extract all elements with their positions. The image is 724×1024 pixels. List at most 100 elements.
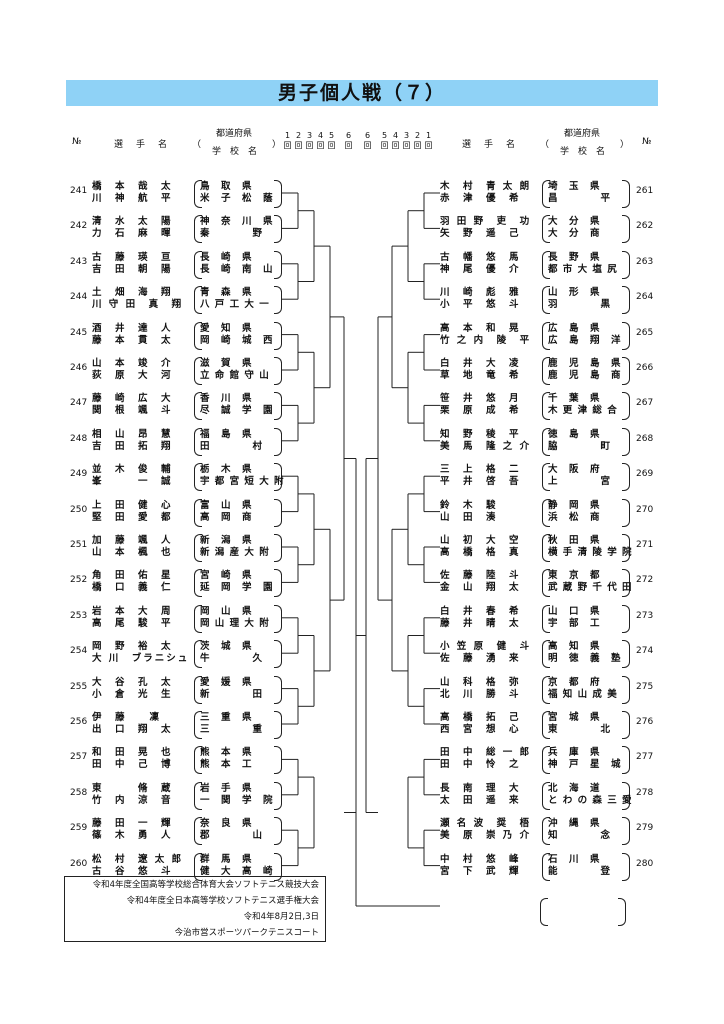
player-name: 古 幡 悠 馬 — [440, 251, 521, 263]
player-name: 並 木 俊 輔 — [92, 464, 173, 476]
seed-number: 244 — [70, 292, 88, 303]
player-name: 西 宮 想 心 — [440, 724, 521, 735]
header-close-paren-left: ） — [272, 140, 282, 150]
seed-number: 242 — [70, 221, 88, 232]
player-name: 栗 原 成 希 — [440, 405, 521, 417]
paren-left — [542, 463, 550, 492]
school-name: 郡 山 — [200, 830, 264, 842]
paren-right — [622, 321, 630, 350]
prefecture: 長 崎 県 — [200, 251, 253, 263]
school-name: 新 潟 産 大 附 — [200, 547, 270, 558]
seed-number: 269 — [636, 469, 654, 480]
paren-right — [274, 852, 282, 881]
school-name: 立 命 館 守 山 — [200, 370, 270, 381]
school-name: 牛 久 — [200, 653, 264, 665]
seed-number: 268 — [636, 433, 654, 444]
paren-right — [274, 781, 282, 810]
prefecture: 岩 手 県 — [200, 782, 253, 794]
paren-right — [622, 250, 630, 279]
player-name: 上 田 健 心 — [92, 499, 173, 511]
seed-number: 274 — [636, 646, 654, 657]
paren-left — [542, 427, 550, 456]
paren-right — [622, 427, 630, 456]
header-pref-left: 都道府県 — [216, 129, 253, 139]
paren-left — [542, 711, 550, 739]
seed-number: 249 — [70, 469, 88, 480]
paren-left — [542, 781, 550, 810]
school-name: 米 子 松 蔭 — [200, 193, 274, 204]
player-name: 古 藤 瑛 亘 — [92, 251, 173, 263]
player-name: 美 馬 隆 之 介 — [440, 440, 532, 452]
school-name: 神 戸 星 城 — [548, 759, 622, 771]
paren-right — [274, 321, 282, 350]
winner-bracket-left — [540, 898, 548, 926]
player-name: 田 中 怜 之 — [440, 759, 521, 771]
player-name: 山 本 竣 介 — [92, 358, 173, 369]
seed-number: 279 — [636, 823, 654, 834]
paren-left — [194, 321, 202, 350]
player-name: 田 中 己 博 — [92, 759, 173, 771]
school-name: 昌 平 — [548, 193, 612, 204]
school-name: 延 岡 学 園 — [200, 582, 274, 594]
prefecture: 富 山 県 — [200, 499, 253, 511]
prefecture: 神 奈 川 県 — [200, 216, 274, 228]
winner-box — [540, 898, 626, 926]
seed-number: 246 — [70, 363, 88, 373]
paren-right — [274, 498, 282, 527]
school-name: 宇 都 宮 短 大 附 — [200, 476, 285, 488]
paren-left — [194, 392, 202, 421]
prefecture: 山 口 県 — [548, 605, 601, 617]
player-name: 竹 内 涼 音 — [92, 794, 173, 806]
paren-left — [194, 852, 202, 881]
paren-left — [194, 604, 202, 633]
tournament-name-1: 令和4年度全国高等学校総合体育大会ソフトテニス競技大会 — [92, 880, 319, 890]
player-name: 白 井 大 凌 — [440, 358, 521, 369]
prefecture: 香 川 県 — [200, 393, 253, 405]
prefecture: 石 川 県 — [548, 853, 601, 865]
prefecture: 愛 知 県 — [200, 322, 253, 334]
paren-right — [274, 357, 282, 385]
player-name: 荻 原 大 河 — [92, 370, 173, 381]
paren-left — [542, 392, 550, 421]
player-name: 三 上 格 二 — [440, 464, 521, 476]
seed-number: 265 — [636, 327, 654, 338]
school-name: 知 念 — [548, 830, 612, 842]
seed-number: 245 — [70, 327, 88, 338]
paren-left — [194, 180, 202, 208]
seed-number: 261 — [636, 186, 654, 196]
player-name: 白 井 春 希 — [440, 605, 521, 617]
player-name: 藤 本 貫 太 — [92, 334, 173, 346]
prefecture: 広 島 県 — [548, 322, 601, 334]
school-name: 東 北 — [548, 724, 612, 735]
player-name: 古 谷 悠 斗 — [92, 865, 173, 877]
prefecture: 北 海 道 — [548, 782, 601, 794]
player-name: 藤 崎 広 大 — [92, 393, 173, 405]
school-name: 福 知 山 成 美 — [548, 688, 618, 700]
tournament-venue: 今治市営スポーツパークテニスコート — [174, 928, 319, 938]
school-name: と わ の 森 三 愛 — [548, 794, 633, 806]
school-name: 八 戸 工 大 一 — [200, 299, 270, 311]
player-name: 山 初 大 空 — [440, 535, 521, 546]
player-name: 笹 井 悠 月 — [440, 393, 521, 405]
player-name: 金 山 翔 太 — [440, 582, 521, 594]
player-name: 川 守 田 真 翔 — [92, 299, 184, 311]
paren-left — [542, 640, 550, 669]
player-name: 川 崎 彪 雅 — [440, 287, 521, 299]
player-name: 土 畑 海 翔 — [92, 287, 173, 299]
player-name: 藤 田 一 輝 — [92, 818, 173, 830]
prefecture: 三 重 県 — [200, 712, 253, 723]
player-name: 岩 本 大 周 — [92, 605, 173, 617]
seed-number: 280 — [636, 858, 654, 869]
player-name: 山 本 楓 也 — [92, 547, 173, 558]
seed-number: 252 — [70, 575, 88, 586]
seed-number: 257 — [70, 752, 88, 763]
prefecture: 青 森 県 — [200, 287, 253, 299]
